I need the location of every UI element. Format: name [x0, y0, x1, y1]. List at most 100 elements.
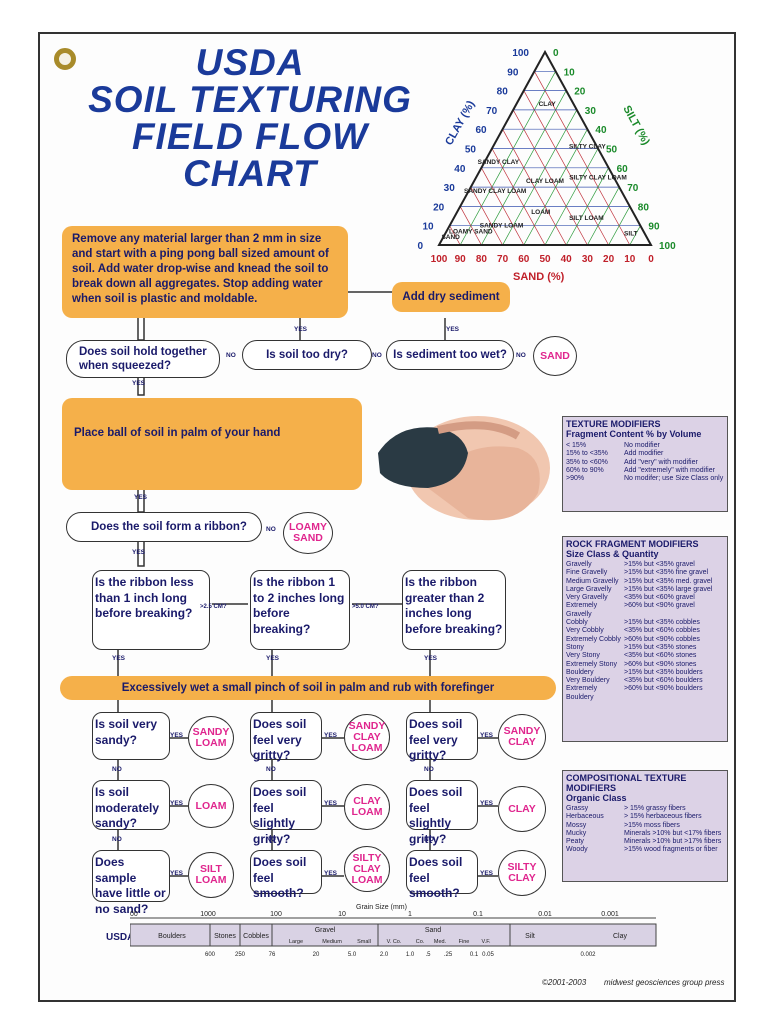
- silt-tick: 60: [617, 164, 629, 175]
- modifier-name: Mossy: [566, 821, 587, 829]
- top-tick-label: 1: [408, 911, 412, 918]
- modifier-row: Stony>15% but <35% stones: [566, 644, 724, 652]
- silt-tick: 10: [564, 67, 576, 78]
- modifier-name: Very Cobbly: [566, 627, 604, 635]
- sand-subclass: V.F.: [482, 939, 491, 945]
- modifier-row: Woody>15% wood fragments or fiber: [566, 846, 724, 854]
- bottom-tick-label: .5: [425, 952, 431, 958]
- result-silty-clay-loam: SILTY CLAY LOAM: [344, 846, 390, 892]
- question-little-sand: Does sample have little or no sand?: [92, 850, 170, 916]
- yes-label: YES: [480, 870, 494, 877]
- silt-gridline: [608, 206, 631, 246]
- yes-label: YES: [324, 800, 338, 807]
- silt-tick: 70: [627, 183, 639, 194]
- class-label-silty-clay: SILTY CLAY: [569, 144, 606, 151]
- copyright: ©2001-2003: [542, 978, 587, 987]
- no-label: NO: [424, 766, 434, 773]
- modifier-row: Large Gravelly >15% but <35% large gravel: [566, 586, 724, 594]
- result-sandy-loam: SANDY LOAM: [188, 716, 234, 760]
- sand-gridline: [459, 206, 482, 246]
- class-label-silt: SILT: [624, 230, 638, 237]
- clay-tick: 0: [417, 241, 423, 252]
- arrows-no-1: [117, 760, 431, 780]
- modifier-value: >15% but <35% fine gravel: [624, 569, 709, 577]
- modifier-name: Cobbly: [566, 619, 588, 627]
- result-sandy-clay: SANDY CLAY: [498, 714, 546, 760]
- grain-size-title: Grain Size (mm): [356, 904, 407, 911]
- modifier-row: < 15%No modifier: [566, 442, 724, 450]
- silt-gridline: [459, 71, 556, 246]
- silt-tick: 0: [553, 48, 559, 59]
- modifier-value: > 15% grassy fibers: [624, 805, 686, 812]
- modifier-name: Large Gravelly: [566, 585, 612, 593]
- no-label: NO: [226, 352, 236, 359]
- class-label-sandy-clay-loam: SANDY CLAY LOAM: [464, 188, 526, 195]
- publisher: midwest geosciences group press: [604, 978, 725, 987]
- yes-label: YES: [480, 732, 494, 739]
- usda-scale-label: USDA: [106, 932, 135, 943]
- page-title: USDA SOIL TEXTURING FIELD FLOW CHART: [50, 44, 450, 192]
- modifier-name: Bouldery: [566, 668, 594, 676]
- title-line-2: SOIL TEXTURING: [88, 79, 412, 120]
- question-slightly-gritty-mid: Does soil feel slightly gritty?: [250, 780, 322, 846]
- wet-rub-instruction-bar: Excessively wet a small pinch of soil in…: [60, 676, 556, 700]
- result-silt-loam: SILT LOAM: [188, 852, 234, 898]
- modifier-row: Extremely Bouldery>60% but <90% boulders: [566, 685, 724, 702]
- arrow-ribbon-down: [137, 542, 145, 567]
- arrows-col2-yes: [322, 737, 344, 877]
- question-ribbon-short: Is the ribbon less than 1 inch long befo…: [92, 570, 210, 650]
- clay-tick: 40: [454, 164, 466, 175]
- clay-tick: 60: [475, 125, 487, 136]
- arrows-from-wet: [117, 700, 431, 712]
- modifier-name: Gravelly: [566, 561, 592, 568]
- yes-label: YES: [134, 494, 148, 501]
- sand-subclass: Co.: [416, 939, 425, 945]
- modifier-value: >15% but <35% large gravel: [624, 585, 713, 593]
- result-clay: CLAY: [498, 786, 546, 832]
- modifier-name: Extremely Gravelly: [566, 602, 598, 618]
- class-label-sandy-loam: SANDY LOAM: [480, 223, 524, 230]
- modifier-row: Extremely Gravelly >60% but <90% gravel: [566, 602, 724, 619]
- sand-tick: 90: [455, 254, 467, 265]
- modifier-row: Very Gravelly<35% but <60% gravel: [566, 594, 724, 602]
- clay-tick: 10: [422, 222, 434, 233]
- no-label: NO: [112, 766, 122, 773]
- sand-tick: 30: [582, 254, 594, 265]
- modifier-value: >60% but <90% boulders: [624, 685, 703, 693]
- class-label-sandy-clay: SANDY CLAY: [478, 159, 520, 166]
- question-ribbon-mid: Is the ribbon 1 to 2 inches long before …: [250, 570, 350, 650]
- modifier-value: <35% but <60% cobbles: [624, 627, 700, 635]
- question-ribbon-long: Is the ribbon greater than 2 inches long…: [402, 570, 506, 650]
- sand-tick: 60: [518, 254, 530, 265]
- top-tick-label: 1000: [200, 911, 216, 918]
- sand-tick: 0: [648, 254, 654, 265]
- result-sand: SAND: [533, 336, 577, 376]
- clay-tick: 100: [512, 48, 529, 59]
- sand-subclass: Fine: [459, 939, 470, 945]
- modifier-row: Grassy> 15% grassy fibers: [566, 805, 724, 813]
- yes-label: YES: [170, 732, 184, 739]
- modifier-value: Add modifier: [624, 450, 664, 458]
- question-slightly-gritty-right: Does soil feel slightly gritty?: [406, 780, 478, 846]
- yes-label: YES: [446, 326, 460, 333]
- soil-texture-triangle: 1009080706050403020100010203040506070809…: [417, 48, 676, 283]
- modifier-name: 15% to <35%: [566, 450, 608, 458]
- intro-instruction-box: Remove any material larger than 2 mm in …: [62, 226, 348, 318]
- clay-tick: 20: [433, 202, 445, 213]
- silt-tick: 30: [585, 106, 597, 117]
- class-label-clay: CLAY: [539, 101, 557, 108]
- triangle-grid: [449, 70, 641, 246]
- silt-tick: 90: [648, 222, 660, 233]
- bottom-tick-label: 1.0: [406, 952, 415, 958]
- no-label: NO: [266, 526, 276, 533]
- modifier-value: >60% but <90% gravel: [624, 602, 695, 610]
- compositional-modifiers-panel: COMPOSITIONAL TEXTURE MODIFIERS Organic …: [562, 770, 728, 882]
- modifier-value: >15% moss fibers: [624, 821, 680, 829]
- arrow-intro-down: [137, 318, 145, 341]
- class-label-silt-loam: SILT LOAM: [569, 215, 604, 222]
- modifier-row: Cobbly>15% but <35% cobbles: [566, 619, 724, 627]
- arrows-col3-yes: [478, 737, 498, 877]
- top-tick-label: 0.001: [601, 911, 619, 918]
- modifier-name: Woody: [566, 846, 588, 854]
